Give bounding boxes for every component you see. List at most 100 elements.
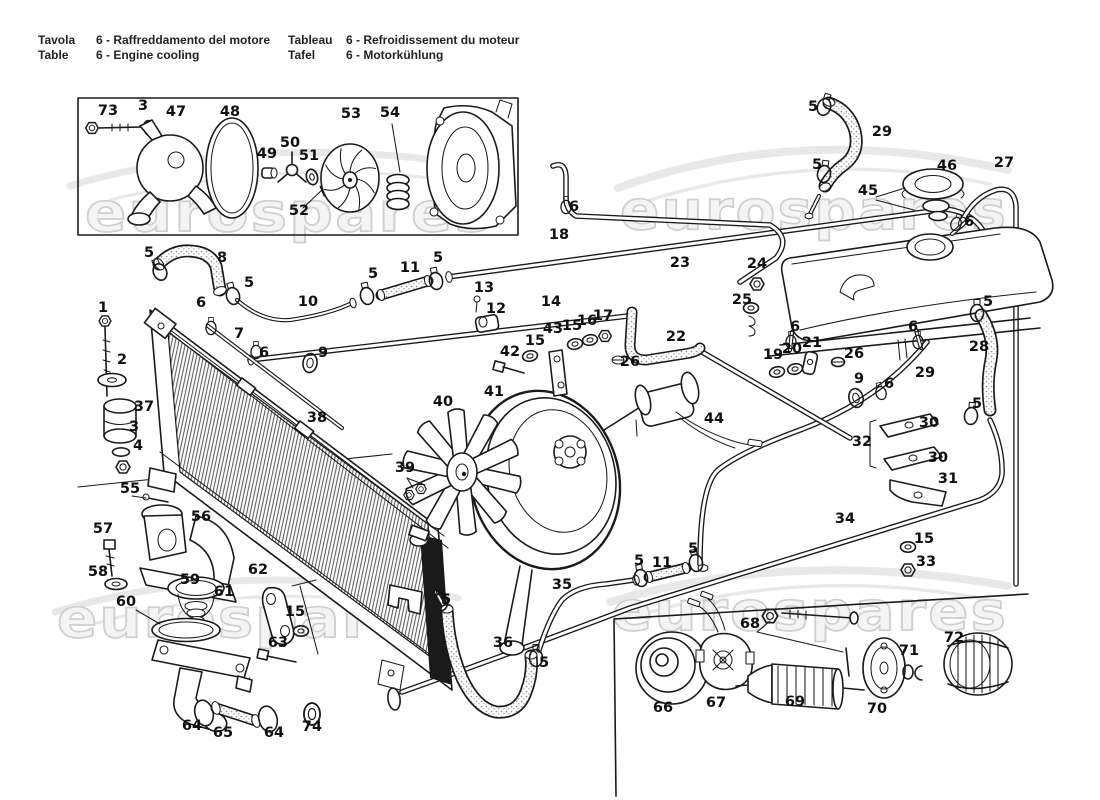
part-number-label: 5 <box>983 294 993 310</box>
nut-17 <box>597 329 613 343</box>
impeller-blade <box>325 164 344 180</box>
part-number-label: 26 <box>620 354 640 370</box>
part-number-label: 4 <box>133 438 143 454</box>
fan-40 <box>402 408 522 536</box>
part-number-label: 5 <box>808 99 818 115</box>
washer-58 <box>104 577 128 591</box>
header-text: 6 - Engine cooling <box>96 48 200 62</box>
sleeve-11-top <box>375 274 434 302</box>
washer-15 <box>520 348 540 364</box>
pipe-10 <box>234 297 357 323</box>
header-term: Tavola <box>38 33 76 47</box>
part-number-label: 11 <box>652 555 672 571</box>
part-number-label: 5 <box>244 275 254 291</box>
mount-37 <box>103 398 137 414</box>
part-number-label: 54 <box>380 105 400 121</box>
fan-shroud-group <box>402 371 763 656</box>
part-number-label: 16 <box>577 313 597 329</box>
impeller-blade <box>349 149 363 172</box>
part-number-label: 29 <box>915 365 935 381</box>
bracket-43 <box>548 349 568 397</box>
clamp-5 <box>357 280 376 307</box>
bearing-54 <box>386 173 410 211</box>
hose-22 <box>611 306 706 366</box>
water-pump-inset-box <box>77 97 519 236</box>
header-line: Table 6 - Engine cooling <box>38 48 270 63</box>
radiator-assembly <box>143 307 453 691</box>
part-number-label: 15 <box>525 333 545 349</box>
part-number-label: 41 <box>484 384 504 400</box>
part-number-label: 9 <box>854 371 864 387</box>
part-number-label: 62 <box>248 562 268 578</box>
header-text: 6 - Refroidissement du moteur <box>346 33 520 47</box>
brace-32 <box>869 419 877 469</box>
hose-36 <box>440 603 538 719</box>
fan-blade <box>405 469 454 506</box>
part-number-label: 27 <box>994 155 1014 171</box>
part-number-label: 12 <box>486 301 506 317</box>
radiator-foot <box>147 467 177 493</box>
spider-50 <box>277 151 307 183</box>
part-number-label: 14 <box>541 294 561 310</box>
nut-24 <box>749 277 765 291</box>
part-number-label: 47 <box>166 104 186 120</box>
electric-motor-44 <box>634 371 763 449</box>
fan-blade <box>470 438 519 475</box>
impeller-blade <box>354 167 377 174</box>
radiator-side-channel <box>420 535 452 685</box>
part-number-label: 30 <box>928 450 948 466</box>
part-number-label: 6 <box>964 214 974 230</box>
part-number-label: 17 <box>593 308 613 324</box>
washers-71 <box>902 664 923 681</box>
part-number-label: 6 <box>569 199 579 215</box>
part-number-label: 60 <box>116 594 136 610</box>
part-number-label: 25 <box>732 292 752 308</box>
motor-exploded <box>635 590 1013 710</box>
impeller-blade <box>354 184 361 210</box>
water-pump-exploded <box>84 99 517 230</box>
part-number-label: 59 <box>180 572 200 588</box>
clamp-64 <box>257 705 279 733</box>
part-number-label: 5 <box>433 250 443 266</box>
part-number-label: 24 <box>747 256 767 272</box>
part-number-label: 73 <box>98 103 118 119</box>
radiator-mount-stack <box>97 315 137 474</box>
part-number-label: 5 <box>972 396 982 412</box>
impeller-blade <box>323 184 346 191</box>
part-number-label: 48 <box>220 104 240 120</box>
fan-blade <box>461 414 499 465</box>
part-number-label: 26 <box>844 346 864 362</box>
mount-pads-30-31 <box>869 413 947 507</box>
impeller-blade <box>356 178 375 194</box>
part-number-label: 51 <box>299 148 319 164</box>
header-term: Table <box>38 48 69 62</box>
washer-20 <box>785 361 805 377</box>
end-bracket-70 <box>862 637 906 699</box>
part-number-label: 30 <box>919 415 939 431</box>
part-number-label: 6 <box>790 319 800 335</box>
stud-25 <box>748 315 756 337</box>
part-number-label: 19 <box>763 347 783 363</box>
part-number-label: 5 <box>368 266 378 282</box>
thermostat-59 <box>167 574 225 625</box>
part-number-label: 64 <box>264 725 284 741</box>
armature-69 <box>735 663 865 710</box>
part-number-label: 36 <box>493 635 513 651</box>
washer-3 <box>111 446 131 457</box>
impeller-53 <box>320 143 380 213</box>
fan-blade <box>464 476 508 524</box>
part-number-label: 5 <box>539 655 549 671</box>
hoses <box>152 96 999 719</box>
fan-blade <box>455 484 477 536</box>
fan-blade <box>425 479 463 530</box>
part-number-label: 13 <box>474 280 494 296</box>
pump-body-47 <box>127 119 217 226</box>
part-number-label: 5 <box>634 553 644 569</box>
hose-64-65-64 <box>193 699 321 733</box>
sleeve-11-lower <box>643 561 692 584</box>
part-number-label: 15 <box>914 531 934 547</box>
washer-19 <box>767 364 787 380</box>
hose-29-top <box>804 96 863 220</box>
